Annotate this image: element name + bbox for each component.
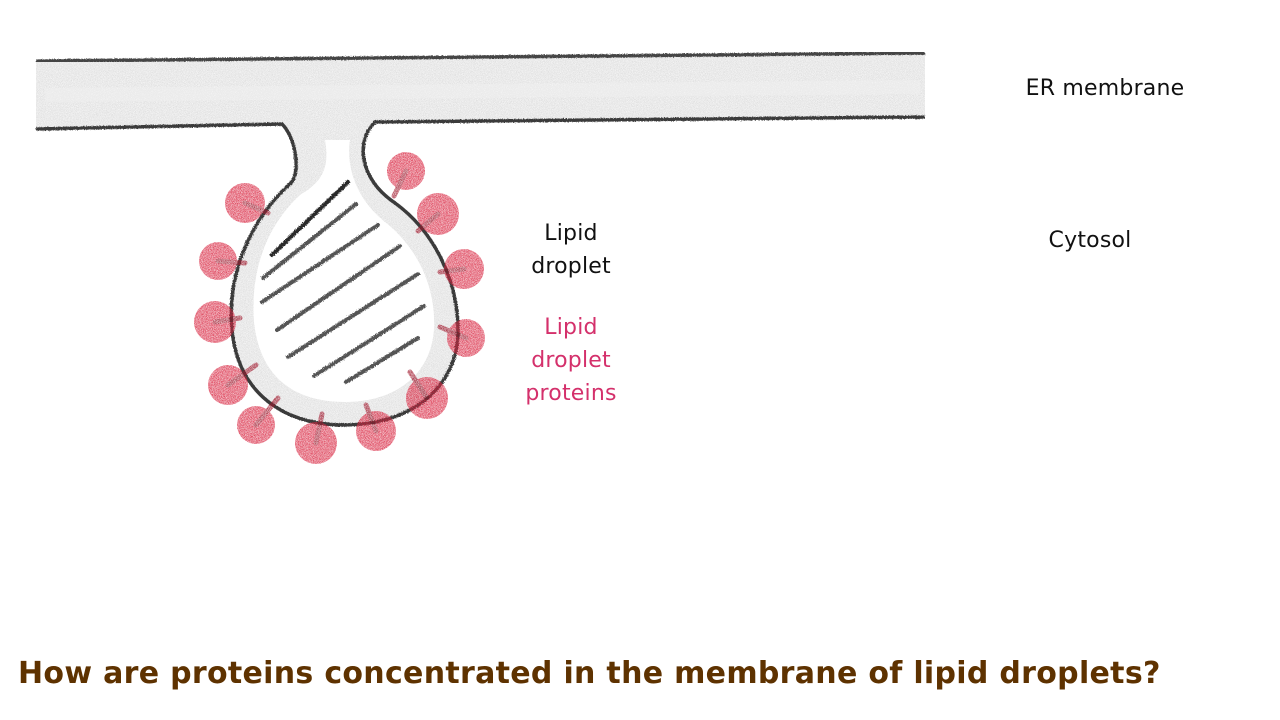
protein-anchor — [363, 402, 379, 434]
protein-anchor — [313, 411, 325, 446]
lipid-droplet-protein — [437, 249, 484, 289]
protein-anchor — [212, 315, 243, 325]
lipid-droplet — [253, 140, 435, 402]
protein-anchor — [437, 324, 469, 341]
lipid-core-strokes — [260, 180, 426, 384]
er-membrane — [35, 51, 926, 427]
lipid-droplet-proteins-label: Lipid droplet proteins — [500, 311, 642, 410]
er-membrane-highlight — [45, 80, 920, 102]
question-caption: How are proteins concentrated in the mem… — [18, 656, 1161, 691]
lipid-droplet-protein — [295, 411, 337, 464]
er-membrane-band — [36, 52, 925, 425]
protein-anchor — [215, 258, 248, 266]
protein-anchor — [253, 395, 281, 428]
lipid-droplet-core — [253, 140, 435, 402]
protein-anchor — [391, 168, 409, 199]
protein-anchor — [242, 200, 271, 216]
lipid-droplet-label: Lipid droplet — [510, 217, 632, 283]
lipid-droplet-protein — [356, 402, 396, 451]
lipid-droplet-protein — [387, 152, 425, 199]
er-lumen-edge — [35, 115, 926, 427]
protein-anchor — [415, 211, 441, 234]
protein-anchor — [225, 362, 259, 388]
protein-anchor — [437, 266, 467, 275]
lipid-droplet-proteins — [194, 152, 485, 464]
er-outer-line — [35, 51, 926, 63]
lipid-droplet-proteins-label-line-3: proteins — [525, 381, 617, 406]
er-membrane-label: ER membrane — [1025, 76, 1185, 101]
lipid-droplet-protein — [194, 301, 243, 343]
lipid-droplet-protein — [415, 193, 459, 235]
cytosol-label: Cytosol — [1048, 228, 1132, 253]
lipid-droplet-protein — [237, 395, 281, 444]
lipid-droplet-protein — [406, 369, 448, 419]
lipid-droplet-proteins-label-line-1: Lipid — [544, 315, 598, 340]
lipid-droplet-label-line-2: droplet — [531, 254, 611, 279]
lipid-droplet-protein — [208, 362, 259, 405]
lipid-droplet-protein — [437, 319, 485, 357]
lipid-droplet-protein — [225, 183, 271, 223]
lipid-droplet-proteins-label-line-2: droplet — [531, 348, 611, 373]
lipid-droplet-protein — [199, 242, 248, 280]
lipid-droplet-label-line-1: Lipid — [544, 221, 598, 246]
protein-anchor — [407, 369, 430, 401]
